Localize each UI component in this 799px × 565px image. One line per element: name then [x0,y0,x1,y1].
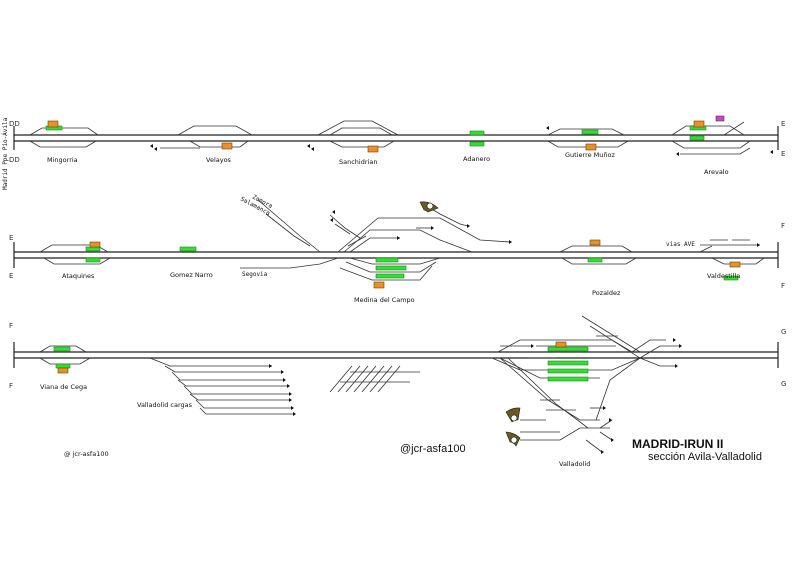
row-1-markers: DD DD E E [9,120,785,164]
marker-row2-right-bottom: F [781,282,785,290]
row-3-platforms [53,346,589,382]
diagram-subtitle: sección Avila-Valladolid [648,451,762,463]
row-3-buildings [57,341,567,374]
station-label-medina: Medina del Campo [354,296,415,304]
station-label-gomez-narro: Gomez Narro [170,271,213,279]
row-1-platforms [45,125,707,147]
station-label-valladolid: Valladolid [559,460,590,468]
credit-small: @ jcr-asfa100 [64,450,109,458]
marker-row3-left-bottom: F [9,382,13,390]
row-2-buildings [89,239,741,289]
row-2-buffer-stops [330,210,760,247]
marker-row2-left-top: E [9,234,13,242]
marker-row3-right-bottom: G [781,380,786,388]
marker-row1-right-top: E [781,120,785,128]
row-3-markers: F F G G [9,322,786,390]
branch-label-segovia: Segovia [242,271,268,278]
row-2-station-labels: Ataquines Gomez Narro Medina del Campo P… [62,271,740,304]
station-label-gutierre: Gutierre Muñoz [565,151,615,159]
station-label-mingorria: Mingorria [47,156,78,164]
row-1-buildings [47,115,725,153]
station-label-sanchidrian: Sanchidrian [339,158,377,166]
row-3-tracks [13,315,779,453]
marker-row1-left-bottom: DD [9,156,20,164]
row-1-station-labels: Mingorria Velayos Sanchidrian Adanero Gu… [47,151,729,176]
marker-row2-left-bottom: E [9,272,13,280]
marker-row2-right-top: F [781,222,785,230]
marker-row3-left-top: F [9,322,13,330]
medina-turntable [419,201,439,213]
station-label-adanero: Adanero [463,155,490,163]
marker-row3-right-top: G [781,328,786,336]
row-1-tracks [13,120,779,155]
station-label-valladolid-cargas: Valladolid cargas [137,401,193,409]
row-1-buffer-stops [150,126,773,156]
station-label-viana: Viana de Cega [40,383,87,391]
line-origin-label: Madrid Ppe Pío-Ávila [2,117,9,190]
row-2-platforms [85,246,739,281]
station-label-pozaldez: Pozaldez [592,289,621,297]
row-2-markers: E E F F [9,222,785,290]
marker-row1-right-bottom: E [781,150,785,158]
diagram-title: MADRID-IRUN II [632,437,723,451]
branch-label-vias-ave: vias AVE [666,241,695,248]
station-label-ataquines: Ataquines [62,272,95,280]
credit-large: @jcr-asfa100 [400,443,466,455]
row-3-station-labels: Viana de Cega Valladolid cargas Valladol… [40,383,590,468]
row-3-buffer-stops [269,338,682,454]
valladolid-turntables [505,407,521,447]
station-label-arevalo: Arevalo [704,168,729,176]
marker-row1-left-top: DD [9,120,20,128]
station-label-valdestilla: Valdestilla [707,272,740,280]
station-label-velayos: Velayos [206,156,232,164]
